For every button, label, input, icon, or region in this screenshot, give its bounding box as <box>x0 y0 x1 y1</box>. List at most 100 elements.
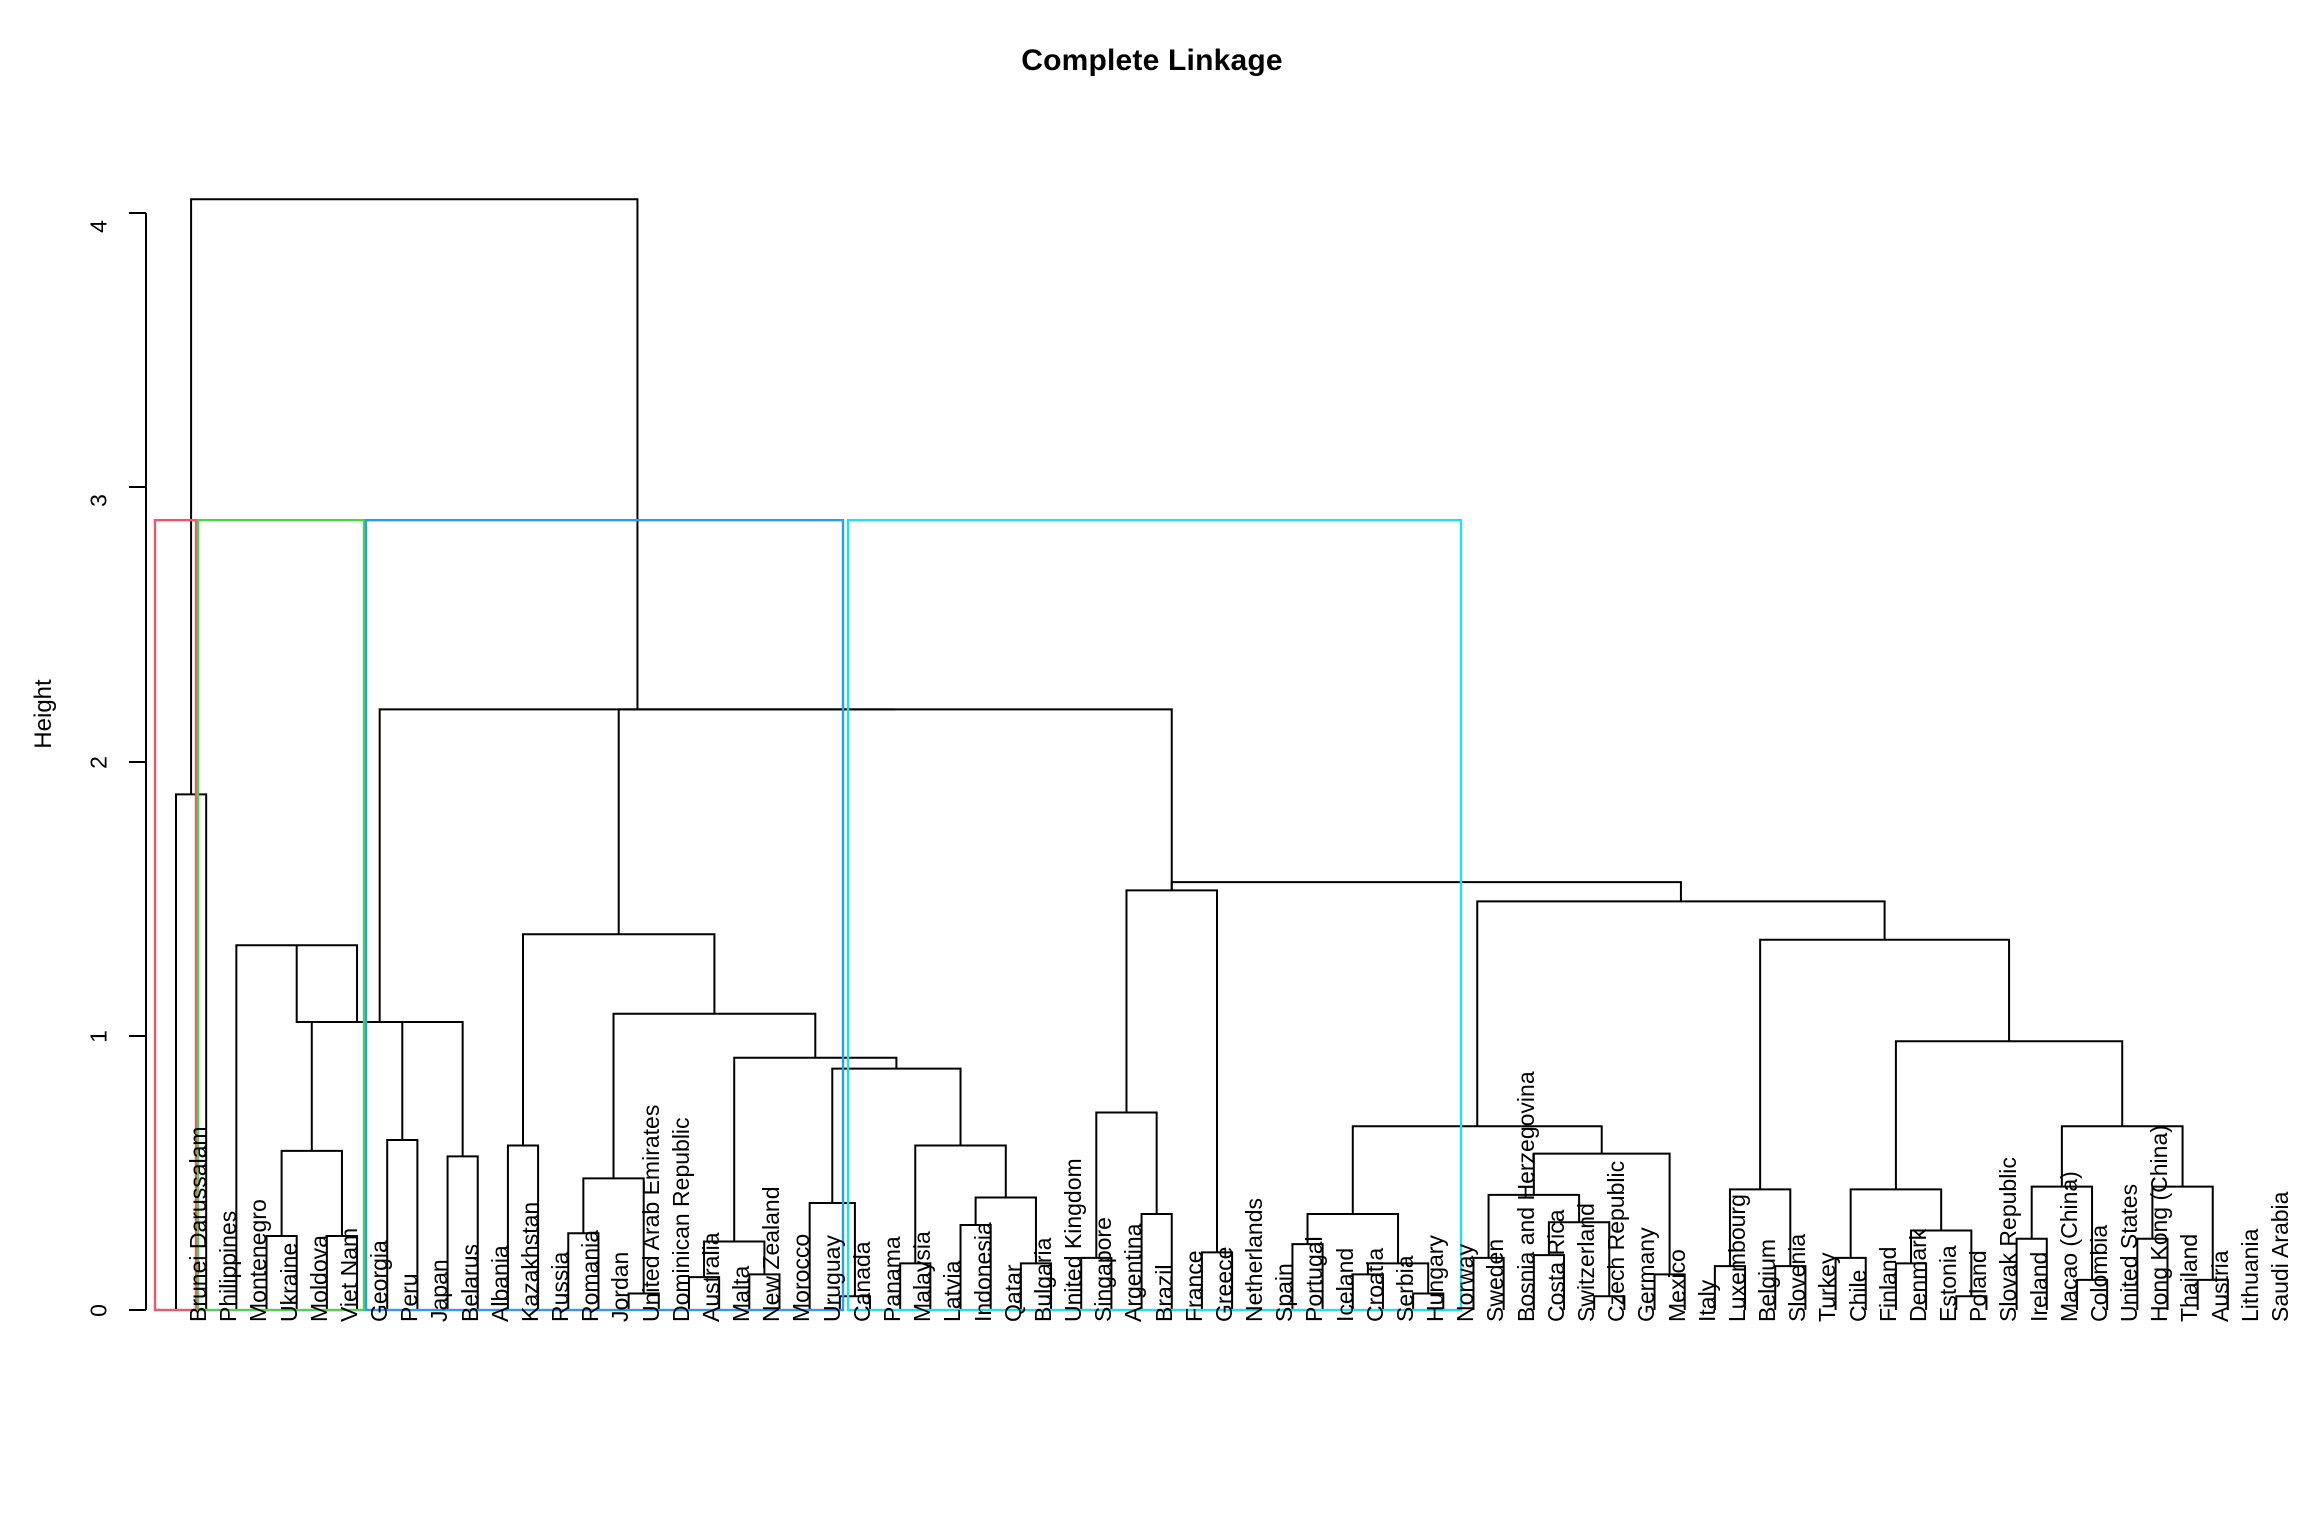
dendrogram-link <box>627 1292 660 1310</box>
dendrogram-link <box>703 1240 766 1278</box>
leaf-label: Hong Kong (China) <box>2146 1125 2173 1322</box>
leaf-label: Singapore <box>1090 1217 1117 1322</box>
leaf-label: Costa Rica <box>1542 1209 1569 1322</box>
dendrogram-link <box>280 1149 343 1236</box>
leaf-label: Hungary <box>1422 1235 1449 1322</box>
dendrogram-link <box>1910 1229 1973 1297</box>
leaf-label: Australia <box>697 1232 724 1322</box>
leaf-label: Moldova <box>305 1235 332 1322</box>
leaf-label: Greece <box>1210 1246 1237 1322</box>
leaf-label: Brunei Darussalam <box>185 1126 211 1322</box>
leaf-label: Finland <box>1874 1246 1901 1322</box>
leaf-label: United Arab Emirates <box>637 1104 664 1322</box>
dendrogram-link <box>1366 1262 1430 1294</box>
leaf-label: Croatia <box>1361 1247 1388 1322</box>
leaf-label: Romania <box>577 1229 604 1322</box>
leaf-label: Norway <box>1452 1244 1479 1322</box>
leaf-label: Panama <box>879 1236 905 1322</box>
dendrogram-link <box>974 1196 1037 1264</box>
leaf-label: Belarus <box>456 1244 483 1322</box>
leaf-label: Czech Republic <box>1603 1160 1630 1322</box>
leaf-label: Viet Nam <box>335 1227 362 1322</box>
leaf-label: Colombia <box>2085 1224 2112 1322</box>
leaf-label: Ukraine <box>275 1242 302 1322</box>
dendrogram-link <box>1351 1273 1384 1310</box>
dendrogram-link <box>295 945 464 1157</box>
leaf-label: Slovenia <box>1784 1233 1811 1322</box>
leaf-label: Estonia <box>1935 1245 1962 1322</box>
leaf-label: Bulgaria <box>1029 1237 1056 1322</box>
leaf-label: Poland <box>1965 1250 1992 1322</box>
leaf-label: United Kingdom <box>1060 1158 1087 1322</box>
leaf-label: Argentina <box>1120 1223 1147 1322</box>
dendrogram-link <box>1170 881 1682 902</box>
leaf-label: Albania <box>486 1245 513 1322</box>
leaf-label: Spain <box>1271 1263 1298 1322</box>
dendrogram-link <box>617 708 1173 935</box>
leaf-label: Malaysia <box>909 1231 936 1322</box>
leaf-label: Switzerland <box>1573 1203 1599 1322</box>
page-title: Complete Linkage <box>1021 44 1283 77</box>
dendrogram-link <box>1412 1292 1445 1310</box>
leaf-label: Luxembourg <box>1723 1194 1750 1322</box>
leaf-label: Uruguay <box>818 1235 845 1322</box>
leaf-label: Indonesia <box>969 1222 996 1322</box>
dendrogram-link <box>838 1295 871 1310</box>
leaf-label: Morocco <box>788 1233 815 1322</box>
leaf-label: Jordan <box>607 1251 634 1322</box>
cluster-rect-4 <box>846 518 1463 1312</box>
leaf-label: Thailand <box>2176 1233 2203 1322</box>
cluster-rect-1 <box>153 518 198 1312</box>
dendrogram-link <box>2030 1185 2094 1280</box>
dendrogram-link <box>1894 1262 1928 1310</box>
leaf-label: Qatar <box>999 1264 1026 1322</box>
cluster-rectangles <box>153 518 1463 1312</box>
leaf-label: Georgia <box>366 1240 393 1322</box>
leaf-label: Peru <box>396 1273 423 1322</box>
leaf-label: New Zealand <box>758 1186 785 1322</box>
cluster-rect-3 <box>364 518 845 1312</box>
y-axis <box>129 211 148 1312</box>
leaf-label: Kazakhstan <box>516 1201 543 1322</box>
dendrogram-link <box>1955 1295 1988 1310</box>
leaf-label: Belgium <box>1754 1238 1781 1322</box>
leaf-label: Serbia <box>1391 1255 1418 1322</box>
dendrogram-link <box>1125 889 1218 1253</box>
leaf-label: Bosnia and Herzegovina <box>1512 1071 1539 1322</box>
dendrogram-link <box>522 933 716 1146</box>
dendrogram-tree <box>175 198 2229 1310</box>
leaf-label: Brazil <box>1150 1264 1177 1322</box>
leaf-label: Denmark <box>1904 1228 1931 1322</box>
dendrogram-link <box>378 708 896 1023</box>
leaf-label: Chile <box>1844 1269 1871 1322</box>
cluster-rect-2 <box>196 518 366 1312</box>
leaf-label: Mexico <box>1663 1249 1690 1322</box>
leaf-label: Saudi Arabia <box>2267 1191 2293 1322</box>
leaf-label: Germany <box>1633 1227 1660 1322</box>
leaf-label: France <box>1180 1250 1207 1322</box>
leaf-label: Latvia <box>939 1260 966 1322</box>
leaf-label: Netherlands <box>1241 1197 1268 1322</box>
leaf-label: Slovak Republic <box>1995 1157 2022 1322</box>
dendrogram-link <box>2151 1185 2214 1280</box>
dendrogram-link <box>748 1273 781 1310</box>
leaf-label: Canada <box>848 1241 875 1322</box>
dendrogram-link <box>1019 1262 1053 1310</box>
leaf-label: Russia <box>547 1251 574 1322</box>
dendrogram-link <box>1759 938 2011 1190</box>
leaf-label: Sweden <box>1482 1238 1509 1322</box>
leaf-label: Turkey <box>1814 1252 1841 1322</box>
leaf-label: Lithuania <box>2236 1228 2263 1322</box>
leaf-label: Iceland <box>1331 1247 1358 1322</box>
leaf-label: Philippines <box>215 1210 242 1322</box>
leaf-label: Japan <box>426 1259 453 1322</box>
dendrogram-link <box>1653 1273 1686 1310</box>
dendrogram-link <box>190 198 639 795</box>
dendrogram-link <box>1532 1152 1671 1275</box>
dendrogram-link <box>1200 1251 1234 1310</box>
leaf-label: Ireland <box>2025 1251 2052 1322</box>
leaf-label: Malta <box>728 1265 755 1322</box>
